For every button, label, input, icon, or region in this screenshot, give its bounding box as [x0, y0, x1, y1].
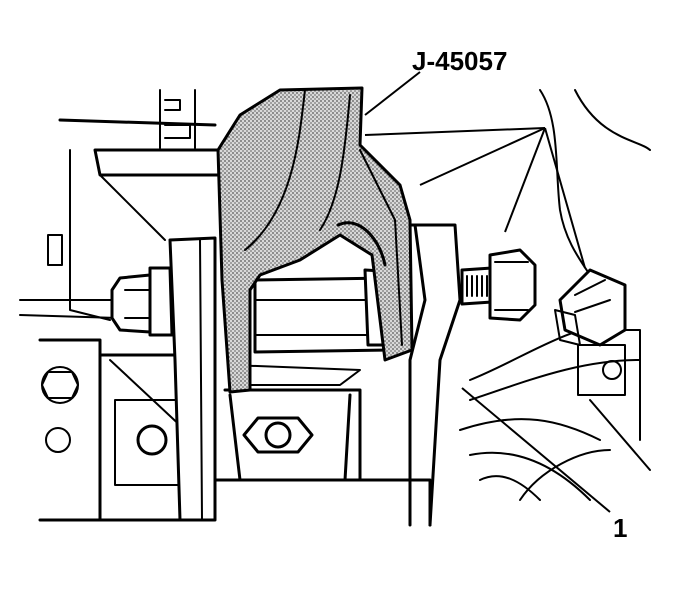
- leader-lines: [364, 71, 611, 513]
- pedal-bracket: [168, 236, 402, 522]
- right-bolt: [460, 248, 537, 322]
- tool-j45057: [216, 86, 414, 394]
- background-structure: [19, 89, 651, 527]
- left-bolt: [110, 266, 174, 337]
- item-callout-label: 1: [613, 513, 627, 543]
- tool-callout-label: J-45057: [412, 46, 507, 76]
